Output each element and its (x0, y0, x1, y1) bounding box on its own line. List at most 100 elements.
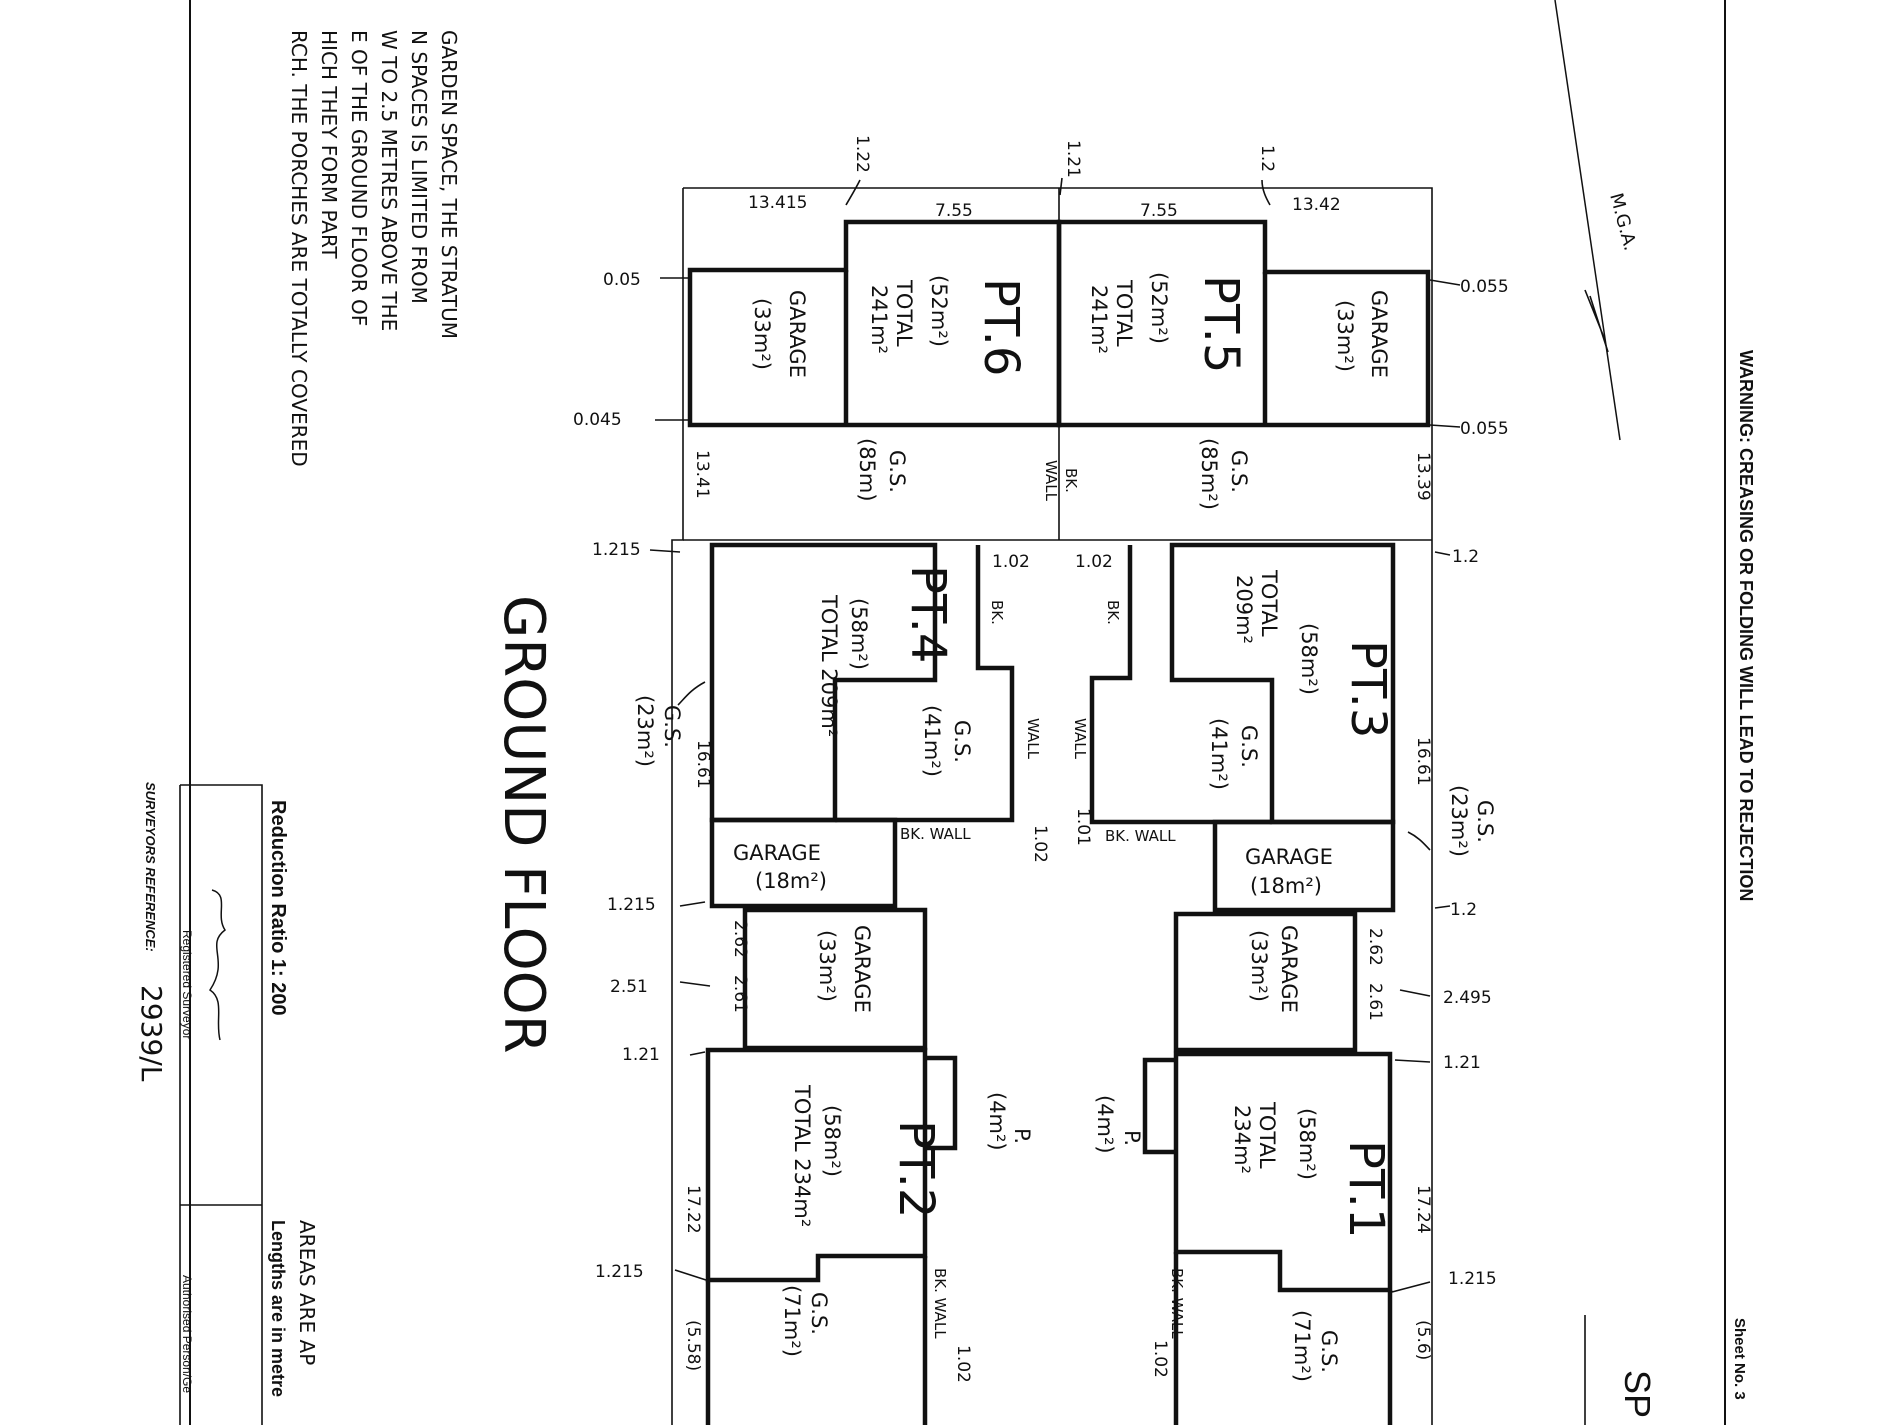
svg-text:GARDEN SPACE, THE STRATUM: GARDEN SPACE, THE STRATUM (437, 30, 461, 339)
svg-text:0.055: 0.055 (1460, 277, 1509, 297)
svg-text:234m²: 234m² (1230, 1105, 1254, 1174)
svg-text:1.02: 1.02 (1150, 1340, 1170, 1378)
pt5-garage-label: GARAGE (1367, 290, 1391, 378)
svg-text:TOTAL: TOTAL (1255, 1101, 1279, 1169)
pt4-gs-outline (835, 545, 1015, 823)
lot-pt3: PT.3 (58m²) TOTAL 209m² G.S. (41m²) G.S.… (1207, 569, 1497, 898)
svg-text:(85m): (85m) (855, 438, 879, 502)
pt2-gs-outline (705, 1256, 928, 1425)
pt4-garage-label: GARAGE (733, 841, 821, 865)
svg-text:(33m²): (33m²) (1247, 930, 1271, 1002)
svg-text:(52m²): (52m²) (927, 275, 951, 347)
lot-pt6: PT.6 (52m²) TOTAL 241m² GARAGE (33m²) G.… (750, 275, 1029, 502)
registered-surveyor-label: Registered Surveyor (180, 930, 194, 1039)
pt2-name: PT.2 (888, 1120, 944, 1218)
leader-lines (649, 177, 1461, 1293)
pt1-garage-outline (1173, 911, 1358, 1053)
site-boundary (671, 187, 1433, 1425)
svg-text:(41m²): (41m²) (920, 705, 944, 777)
svg-text:1.02: 1.02 (953, 1345, 973, 1383)
svg-text:1.21: 1.21 (1443, 1053, 1481, 1073)
svg-text:1.02: 1.02 (992, 552, 1030, 572)
svg-text:G.S.: G.S. (1473, 800, 1497, 843)
svg-text:1.2: 1.2 (1452, 547, 1479, 567)
mga-label: M.G.A. (1605, 191, 1640, 253)
svg-text:(5.6): (5.6) (1413, 1320, 1433, 1360)
svg-text:(85m²): (85m²) (1197, 438, 1221, 510)
svg-text:(58m²): (58m²) (1295, 1108, 1319, 1180)
svg-text:2.61: 2.61 (1365, 983, 1385, 1021)
svg-text:E OF THE GROUND FLOOR OF: E OF THE GROUND FLOOR OF (347, 30, 371, 326)
pt1-name: PT.1 (1338, 1140, 1394, 1238)
svg-text:TOTAL 234m²: TOTAL 234m² (790, 1084, 814, 1227)
pt2-garage-label: GARAGE (850, 925, 874, 1013)
svg-text:2.62: 2.62 (730, 920, 750, 958)
pt1-gs-outline (1173, 1252, 1393, 1425)
svg-text:TOTAL: TOTAL (1112, 279, 1136, 347)
svg-text:1.215: 1.215 (592, 540, 641, 560)
surveyors-reference: 2939/L (135, 985, 168, 1082)
svg-text:(33m²): (33m²) (750, 298, 774, 370)
pt1-garage-label: GARAGE (1277, 925, 1301, 1013)
svg-text:G.S.: G.S. (950, 720, 974, 763)
svg-text:G.S.: G.S. (885, 450, 909, 493)
svg-text:(4m²): (4m²) (1093, 1095, 1117, 1154)
svg-text:13.42: 13.42 (1292, 195, 1341, 215)
svg-text:209m²: 209m² (1232, 575, 1256, 644)
pt3-garage-outline (1212, 819, 1396, 913)
floor-title: GROUND FLOOR (491, 595, 556, 1054)
svg-text:BK. WALL: BK. WALL (1168, 1268, 1186, 1339)
svg-text:BK. WALL: BK. WALL (931, 1268, 949, 1339)
svg-text:241m²: 241m² (867, 285, 891, 354)
svg-text:BK.: BK. (1104, 600, 1122, 625)
svg-text:(41m²): (41m²) (1207, 718, 1231, 790)
pt4-garage-outline (709, 817, 898, 909)
svg-text:2.495: 2.495 (1443, 988, 1492, 1008)
pt1-porch-outline (1142, 1057, 1176, 1155)
svg-text:(4m²): (4m²) (985, 1092, 1009, 1151)
pt5-name: PT.5 (1193, 275, 1249, 373)
svg-text:G.S.: G.S. (660, 705, 684, 748)
svg-text:1.2: 1.2 (1450, 900, 1477, 920)
pt3-garage-label: GARAGE (1245, 845, 1333, 869)
areas-note: AREAS ARE AP (295, 1220, 319, 1365)
pt3-gs-outline (1089, 545, 1272, 825)
svg-text:0.055: 0.055 (1460, 419, 1509, 439)
lot-pt4: PT.4 (58m²) TOTAL 209m² G.S. (41m²) G.S.… (633, 565, 974, 893)
svg-text:(33m²): (33m²) (815, 930, 839, 1002)
surveyor-signature (208, 889, 227, 1041)
svg-text:1.21: 1.21 (622, 1045, 660, 1065)
svg-text:13.39: 13.39 (1413, 452, 1433, 501)
svg-text:W TO 2.5 METRES ABOVE THE: W TO 2.5 METRES ABOVE THE (377, 30, 401, 331)
svg-text:0.05: 0.05 (603, 270, 641, 290)
svg-text:P.: P. (1120, 1130, 1144, 1146)
svg-text:G.S.: G.S. (1317, 1330, 1341, 1373)
svg-text:WALL: WALL (1042, 460, 1060, 502)
svg-text:17.22: 17.22 (683, 1185, 703, 1234)
svg-text:BK.: BK. (988, 600, 1006, 625)
svg-text:1.02: 1.02 (1030, 825, 1050, 863)
svg-text:(58m²): (58m²) (1297, 623, 1321, 695)
svg-text:1.215: 1.215 (1448, 1269, 1497, 1289)
svg-text:TOTAL: TOTAL (1257, 569, 1281, 637)
svg-text:TOTAL: TOTAL (892, 279, 916, 347)
svg-text:(23m²): (23m²) (1447, 785, 1471, 857)
svg-text:G.S.: G.S. (1227, 450, 1251, 493)
svg-text:13.415: 13.415 (748, 193, 807, 213)
reduction-ratio: Reduction Ratio 1: 200 (267, 800, 289, 1016)
authorised-person: Authorised Person/Ge (180, 1275, 194, 1393)
svg-text:BK. WALL: BK. WALL (1105, 827, 1176, 845)
svg-text:(18m²): (18m²) (1250, 874, 1322, 898)
wall-labels: WALL BK. BK. WALL BK. WALL BK. WALL BK. … (900, 460, 1186, 1339)
lot-pt5: PT.5 (52m²) TOTAL 241m² GARAGE (33m²) G.… (1087, 272, 1391, 510)
svg-text:1.2: 1.2 (1257, 145, 1277, 172)
pt4-name: PT.4 (900, 565, 956, 663)
svg-text:1.215: 1.215 (595, 1262, 644, 1282)
svg-text:(52m²): (52m²) (1147, 272, 1171, 344)
north-arrow (1584, 289, 1609, 353)
svg-text:7.55: 7.55 (1140, 201, 1178, 221)
pt6-garage-label: GARAGE (785, 290, 809, 378)
svg-text:HICH THEY FORM PART: HICH THEY FORM PART (317, 30, 341, 259)
svg-text:TOTAL 209m²: TOTAL 209m² (817, 594, 841, 737)
